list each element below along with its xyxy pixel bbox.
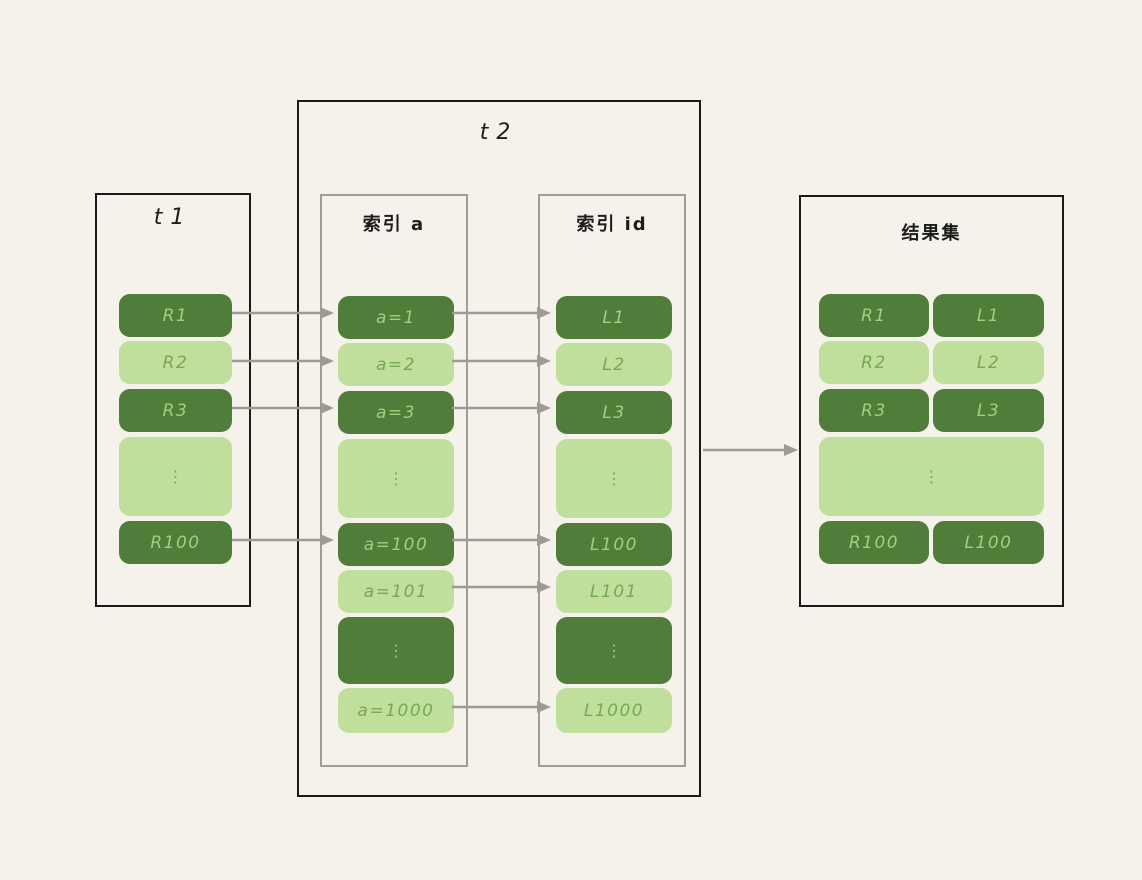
row-label: a=1 <box>376 307 416 328</box>
index-a-row-ellipsis-2: ⋮ <box>338 617 454 684</box>
row-label: L100 <box>590 534 638 555</box>
row-label: a=2 <box>376 354 416 375</box>
index-id-row-2: L2 <box>556 343 672 386</box>
row-label: R100 <box>150 532 201 553</box>
index-a-title: 索引 a <box>362 214 426 235</box>
result-set-box: 结果集 R1 L1 R2 L2 R3 L3 ⋮ R100 L100 <box>799 195 1064 607</box>
result-row-3-left: R3 <box>819 389 929 432</box>
index-id-box: 索引 id L1 L2 L3 ⋮ L100 L101 ⋮ L <box>538 194 686 767</box>
row-label: R3 <box>162 400 189 421</box>
row-label: a=100 <box>363 534 429 555</box>
ellipsis-glyph: ⋮ <box>606 640 622 660</box>
index-id-title: 索引 id <box>576 214 648 235</box>
index-a-row-101: a=101 <box>338 570 454 613</box>
index-id-row-ellipsis-2: ⋮ <box>556 617 672 684</box>
row-label: R3 <box>861 400 887 421</box>
index-a-row-ellipsis-1: ⋮ <box>338 439 454 518</box>
row-label: R2 <box>162 352 189 373</box>
row-label: L2 <box>976 352 1001 373</box>
row-label: L2 <box>602 354 626 375</box>
ellipsis-glyph: ⋮ <box>606 468 622 488</box>
row-label: L1 <box>976 305 1001 326</box>
ellipsis-glyph: ⋮ <box>388 468 404 488</box>
index-a-row-3: a=3 <box>338 391 454 434</box>
table-t1-title: t1 <box>153 205 193 230</box>
row-label: L1 <box>602 307 626 328</box>
result-row-100-left: R100 <box>819 521 929 564</box>
row-label: L101 <box>590 581 638 602</box>
table-t2-box: t2 索引 a a=1 a=2 a=3 ⋮ a=100 a=101 ⋮ <box>297 100 701 797</box>
index-a-row-1000: a=1000 <box>338 688 454 733</box>
index-a-row-100: a=100 <box>338 523 454 566</box>
index-id-row-ellipsis-1: ⋮ <box>556 439 672 518</box>
result-row-3-right: L3 <box>933 389 1044 432</box>
arrow-t2-to-result <box>703 444 798 456</box>
row-label: a=3 <box>376 402 416 423</box>
t1-row-r1: R1 <box>119 294 232 337</box>
table-t2-title: t2 <box>479 120 519 145</box>
t1-row-r2: R2 <box>119 341 232 384</box>
result-row-1-left: R1 <box>819 294 929 337</box>
ellipsis-glyph: ⋮ <box>167 466 184 486</box>
row-label: a=101 <box>363 581 429 602</box>
result-row-2-right: L2 <box>933 341 1044 384</box>
result-row-100-right: L100 <box>933 521 1044 564</box>
index-id-row-100: L100 <box>556 523 672 566</box>
result-row-2-left: R2 <box>819 341 929 384</box>
row-label: L100 <box>964 532 1013 553</box>
result-row-ellipsis: ⋮ <box>819 437 1044 516</box>
t1-row-ellipsis: ⋮ <box>119 437 232 516</box>
index-id-row-3: L3 <box>556 391 672 434</box>
result-row-1-right: L1 <box>933 294 1044 337</box>
index-id-row-101: L101 <box>556 570 672 613</box>
row-label: R2 <box>861 352 887 373</box>
index-id-row-1: L1 <box>556 296 672 339</box>
t1-row-r100: R100 <box>119 521 232 564</box>
result-set-title: 结果集 <box>901 223 962 244</box>
ellipsis-glyph: ⋮ <box>923 466 940 486</box>
row-label: a=1000 <box>357 700 435 721</box>
index-id-row-1000: L1000 <box>556 688 672 733</box>
ellipsis-glyph: ⋮ <box>388 640 404 660</box>
row-label: R1 <box>162 305 189 326</box>
index-a-row-1: a=1 <box>338 296 454 339</box>
row-label: R100 <box>848 532 900 553</box>
row-label: R1 <box>861 305 887 326</box>
row-label: L1000 <box>583 700 645 721</box>
row-label: L3 <box>976 400 1001 421</box>
t1-row-r3: R3 <box>119 389 232 432</box>
table-t1-box: t1 R1 R2 R3 ⋮ R100 <box>95 193 251 607</box>
index-a-box: 索引 a a=1 a=2 a=3 ⋮ a=100 a=101 ⋮ <box>320 194 468 767</box>
index-a-row-2: a=2 <box>338 343 454 386</box>
row-label: L3 <box>602 402 626 423</box>
